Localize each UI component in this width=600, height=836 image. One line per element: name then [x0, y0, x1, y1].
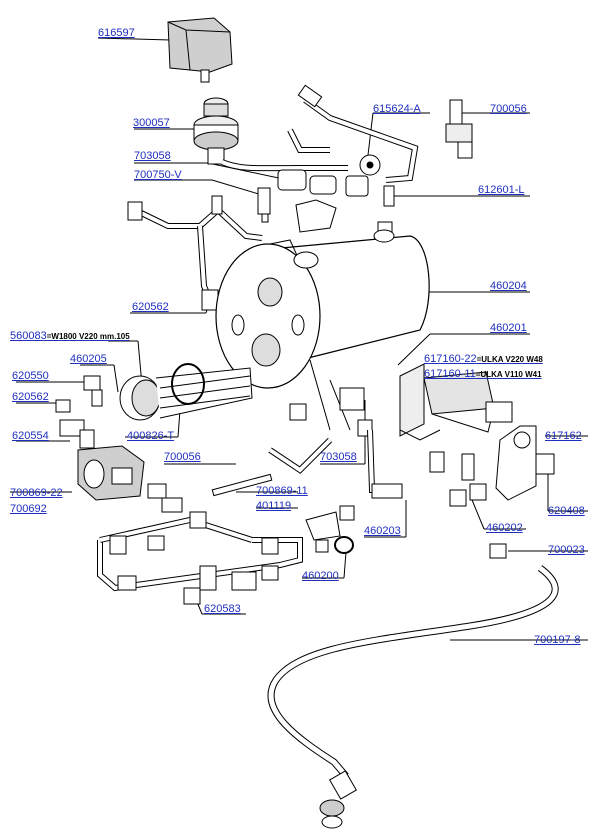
water-hose — [267, 565, 559, 829]
part-label-620562-upper[interactable]: 620562 — [132, 301, 169, 313]
part-label-400826-t[interactable]: 400826-T — [127, 430, 175, 442]
vibration-pump-part — [399, 363, 513, 473]
part-label-700056-mid[interactable]: 700056 — [164, 451, 201, 463]
part-label-700750-v[interactable]: 700750-V — [134, 169, 182, 181]
part-note-617160-11: =ULKA V110 W41 — [475, 370, 542, 379]
part-label-615624-a[interactable]: 615624-A — [373, 103, 421, 115]
part-label-700869-22[interactable]: 700869-22 — [10, 487, 63, 499]
pump-bracket-part — [495, 425, 555, 501]
part-label-700197-8[interactable]: 700197-8 — [534, 634, 581, 646]
part-label-620550[interactable]: 620550 — [12, 370, 49, 382]
part-label-560083[interactable]: 560083=W1800 V220 mm.105 — [10, 330, 130, 342]
left-pipes — [127, 195, 263, 311]
part-label-460200[interactable]: 460200 — [302, 570, 339, 582]
lower-pipes — [97, 497, 303, 592]
small-fittings-left — [55, 375, 103, 449]
part-label-700869-11[interactable]: 700692 — [10, 503, 47, 515]
solenoid-valve-part — [77, 445, 145, 501]
part-label-617160-22[interactable]: 617160-22=ULKA V220 W48 — [424, 353, 543, 365]
part-label-612601-l[interactable]: 612601-L — [478, 184, 525, 196]
hose-fittings — [183, 565, 279, 605]
part-label-700056-top[interactable]: 700056 — [490, 103, 527, 115]
part-label-460205[interactable]: 460205 — [70, 353, 107, 365]
middle-fittings — [147, 387, 403, 554]
part-label-620554[interactable]: 620554 — [12, 430, 49, 442]
part-label-617160-11[interactable]: 617160-11=ULKA V110 W41 — [424, 368, 542, 380]
part-label-703058-mid[interactable]: 703058 — [320, 451, 357, 463]
part-label-460204[interactable]: 460204 — [490, 280, 527, 292]
part-label-700692[interactable]: 700869-11 — [256, 485, 308, 497]
part-label-460202[interactable]: 460202 — [486, 522, 523, 534]
part-label-617162[interactable]: 617162 — [545, 430, 582, 442]
part-label-700023[interactable]: 700023 — [548, 544, 585, 556]
steam-pipes — [220, 84, 419, 183]
part-note-617160-22: =ULKA V220 W48 — [476, 355, 543, 364]
part-note-560083: =W1800 V220 mm.105 — [46, 332, 130, 341]
pressure-valve-part — [193, 97, 239, 165]
part-label-620408[interactable]: 620408 — [548, 505, 585, 517]
part-label-620583[interactable]: 620583 — [204, 603, 241, 615]
part-label-616597[interactable]: 616597 — [98, 27, 135, 39]
part-label-300057[interactable]: 300057 — [133, 117, 170, 129]
part-label-620562-lower[interactable]: 620562 — [12, 391, 49, 403]
part-label-703058-top[interactable]: 703058 — [134, 150, 171, 162]
pressure-switch-part — [167, 17, 233, 83]
elbow-fitting-part — [445, 99, 473, 159]
boiler-tank — [215, 229, 430, 431]
heating-element — [119, 363, 253, 421]
small-fittings-right — [449, 453, 507, 559]
part-label-460201[interactable]: 460201 — [490, 322, 527, 334]
part-label-401119[interactable]: 401119 — [256, 500, 292, 512]
part-label-460203[interactable]: 460203 — [364, 525, 401, 537]
